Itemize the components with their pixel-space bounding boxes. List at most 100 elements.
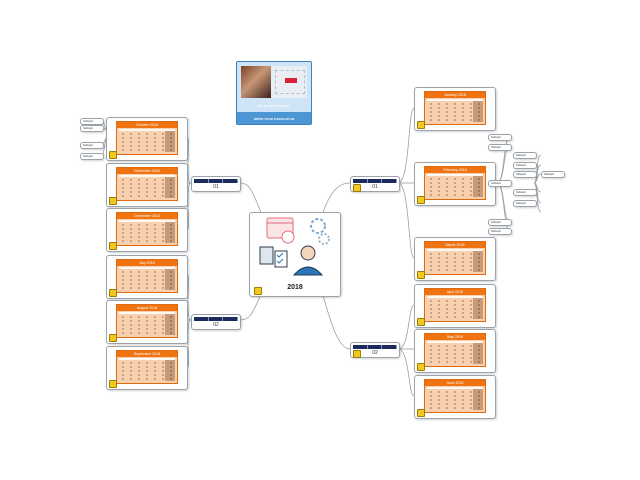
calendar-topic[interactable]: September 2018 [106,346,188,390]
central-topic[interactable]: 2018 [249,212,341,297]
calendar-month-title: April 2018 [425,289,485,295]
branch-number: 01 [213,184,219,190]
calendar-image: September 2018 [116,350,178,384]
branch-number: 02 [372,350,378,356]
photo-footer [237,112,311,124]
gear-icon [310,218,326,234]
branch-topic[interactable]: 01 [350,176,400,192]
branch-topic[interactable]: 02 [191,314,241,330]
subtopic-label: Subtopic [516,202,527,205]
calendar-image: December 2018 [116,212,178,246]
calendar-topic[interactable]: January 2018 [414,87,496,131]
photo-card[interactable]: IN THE LIGHT OF DAY WRITE YOUR THOUGHTS … [236,61,312,125]
calendar-month-title: May 2018 [425,334,485,340]
note-icon[interactable] [254,287,262,295]
checklist-icon [274,250,288,268]
calendar-topic[interactable]: June 2018 [414,375,496,419]
note-icon[interactable] [417,318,425,326]
photo-footer-text: WRITE YOUR THOUGHTS IN [253,117,295,121]
branch-header-cell [209,317,224,321]
subtopic-node[interactable]: Subtopic [541,171,565,178]
note-icon[interactable] [109,289,117,297]
calendar-image: August 2018 [116,304,178,338]
calendar-topic[interactable]: December 2018 [106,208,188,252]
subtopic-label: Subtopic [516,164,527,167]
subtopic-label: Subtopic [491,230,502,233]
clock-icon [281,230,295,244]
note-icon[interactable] [417,121,425,129]
map-image [275,70,305,94]
note-icon[interactable] [417,271,425,279]
calendar-image: February 2018 [424,166,486,200]
clipboard-icon [259,246,274,265]
subtopic-label: Subtopic [544,173,555,176]
subtopic-node[interactable]: Subtopic [488,219,512,226]
calendar-topic[interactable]: November 2018 [106,163,188,207]
note-icon[interactable] [353,184,361,192]
note-icon[interactable] [109,380,117,388]
subtopic-node[interactable]: Subtopic [513,171,537,178]
calendar-month-title: January 2018 [425,92,485,98]
subtopic-label: Subtopic [491,136,502,139]
subtopic-label: Subtopic [516,173,527,176]
branch-topic[interactable]: 01 [191,176,241,192]
subtopic-node[interactable]: Subtopic [80,153,104,160]
subtopic-node[interactable]: Subtopic [513,200,537,207]
calendar-month-title: October 2018 [117,122,177,128]
note-icon[interactable] [109,151,117,159]
subtopic-node[interactable]: Subtopic [488,134,512,141]
calendar-month-title: August 2018 [117,305,177,311]
calendar-topic[interactable]: October 2018 [106,117,188,161]
note-icon[interactable] [109,242,117,250]
subtopic-label: Subtopic [516,154,527,157]
calendar-month-title: February 2018 [425,167,485,173]
calendar-topic[interactable]: February 2018 [414,162,496,206]
flag-icon [285,78,297,83]
calendar-month-title: June 2018 [425,380,485,386]
subtopic-node[interactable]: Subtopic [80,118,104,125]
calendar-topic[interactable]: August 2018 [106,300,188,344]
subtopic-node[interactable]: Subtopic [488,180,512,187]
calendar-topic[interactable]: April 2018 [414,284,496,328]
branch-header-cell [353,179,368,183]
subtopic-node[interactable]: Subtopic [80,125,104,132]
note-icon[interactable] [109,334,117,342]
calendar-image: November 2018 [116,167,178,201]
subtopic-node[interactable]: Subtopic [513,189,537,196]
subtopic-label: Subtopic [491,182,502,185]
note-icon[interactable] [417,409,425,417]
branch-header-cell [223,179,239,183]
subtopic-node[interactable]: Subtopic [513,162,537,169]
subtopic-node[interactable]: Subtopic [488,228,512,235]
branch-number: 02 [213,322,219,328]
branch-number: 01 [372,184,378,190]
subtopic-label: Subtopic [491,146,502,149]
calendar-topic[interactable]: July 2018 [106,255,188,299]
note-icon[interactable] [417,363,425,371]
branch-header-cell [368,179,383,183]
calendar-topic[interactable]: March 2018 [414,237,496,281]
planning-illustration [259,217,330,276]
branch-header-cell [382,179,398,183]
photo-image [241,66,307,98]
calendar-month-title: March 2018 [425,242,485,248]
subtopic-node[interactable]: Subtopic [513,152,537,159]
note-icon[interactable] [353,350,361,358]
branch-header-cell [209,179,224,183]
branch-header-cell [194,317,209,321]
calendar-image: May 2018 [424,333,486,367]
note-icon[interactable] [417,196,425,204]
calendar-month-title: July 2018 [117,260,177,266]
calendar-month-title: December 2018 [117,213,177,219]
note-icon[interactable] [109,197,117,205]
calendar-topic[interactable]: May 2018 [414,329,496,373]
calendar-month-title: September 2018 [117,351,177,357]
branch-header-cell [382,345,398,349]
branch-topic[interactable]: 02 [350,342,400,358]
subtopic-node[interactable]: Subtopic [488,144,512,151]
subtopic-node[interactable]: Subtopic [80,142,104,149]
portrait-image [241,66,271,98]
branch-header-cell [194,179,209,183]
branch-header-cell [223,317,239,321]
